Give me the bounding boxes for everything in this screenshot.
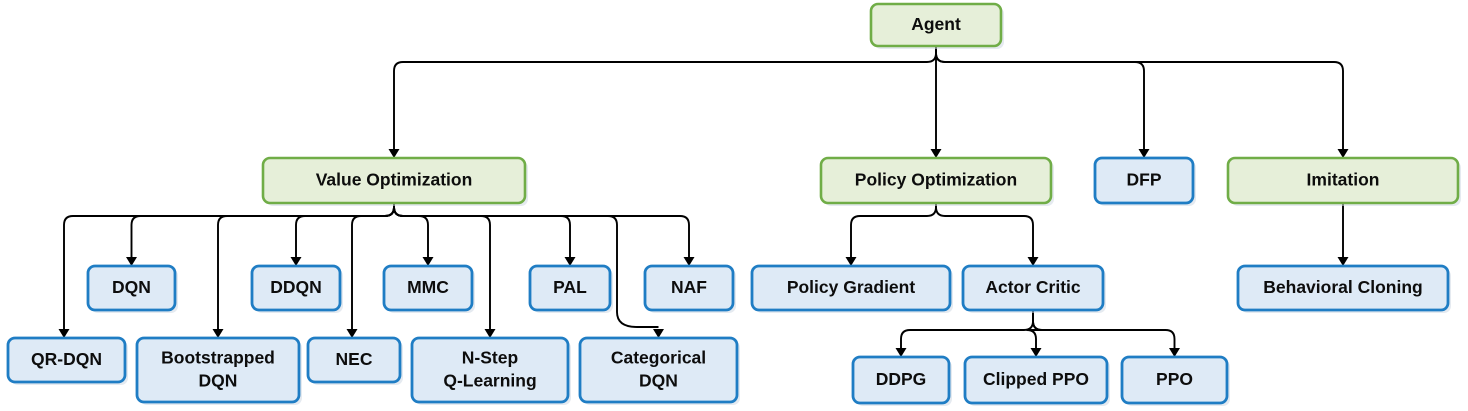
arrow-head <box>895 348 907 357</box>
node-box[interactable] <box>250 264 342 312</box>
edge-value-optimization-categorical-dqn <box>393 203 659 328</box>
arrow-head <box>1027 257 1039 266</box>
edge-value-optimization-mmc <box>393 203 429 257</box>
edge-actor-critic-ppo <box>1032 310 1176 348</box>
arrow-head <box>388 149 400 158</box>
node-label: NEC <box>336 349 373 369</box>
node-actor-critic[interactable]: Actor Critic <box>961 264 1106 313</box>
node-policy-optimization[interactable]: Policy Optimization <box>819 156 1054 206</box>
node-qr-dqn[interactable]: QR-DQN <box>6 336 128 385</box>
node-dfp[interactable]: DFP <box>1093 156 1196 206</box>
arrow-head <box>1030 348 1042 357</box>
node-behavioral-cloning[interactable]: Behavioral Cloning <box>1236 264 1451 313</box>
arrow-head <box>1138 149 1150 158</box>
node-label: PPO <box>1156 369 1193 389</box>
arrow-head <box>212 329 224 338</box>
arrow-head <box>290 257 302 266</box>
edge-layer <box>58 46 1349 357</box>
node-label: DDPG <box>876 369 927 389</box>
node-naf[interactable]: NAF <box>643 264 736 313</box>
node-box[interactable] <box>643 264 735 312</box>
node-label: Agent <box>911 14 961 34</box>
node-label: DFP <box>1127 169 1162 189</box>
arrow-head <box>653 329 664 338</box>
node-label: Value Optimization <box>316 169 473 189</box>
node-label: Actor Critic <box>985 277 1081 297</box>
node-label: Behavioral Cloning <box>1263 277 1422 297</box>
edge-actor-critic-ddpg <box>900 310 1034 348</box>
node-box[interactable] <box>528 264 612 312</box>
edge-agent-value-optimization <box>393 46 937 149</box>
arrow-head <box>484 329 496 338</box>
node-label: DDQN <box>270 277 322 297</box>
node-label: Policy Gradient <box>787 277 916 297</box>
edge-agent-imitation <box>935 46 1344 149</box>
node-box[interactable] <box>1226 156 1460 205</box>
arrow-head <box>1169 348 1180 357</box>
arrow-head <box>422 257 434 266</box>
node-policy-gradient[interactable]: Policy Gradient <box>750 264 953 313</box>
node-ddpg[interactable]: DDPG <box>851 355 952 406</box>
node-box[interactable] <box>6 336 127 384</box>
node-box[interactable] <box>1120 355 1229 405</box>
edge-value-optimization-ddqn <box>295 203 395 257</box>
node-ppo[interactable]: PPO <box>1120 355 1230 406</box>
arrow-head <box>564 257 576 266</box>
arrow-head <box>58 329 70 338</box>
node-box[interactable] <box>819 156 1053 205</box>
edge-value-optimization-dqn <box>130 203 395 257</box>
node-label: Clipped PPO <box>983 369 1089 389</box>
arrow-head <box>1337 257 1349 266</box>
node-ddqn[interactable]: DDQN <box>250 264 343 313</box>
node-pal[interactable]: PAL <box>528 264 613 313</box>
node-imitation[interactable]: Imitation <box>1226 156 1461 206</box>
arrow-head <box>683 257 695 266</box>
node-label: DQN <box>112 277 151 297</box>
node-box[interactable] <box>851 355 951 405</box>
node-box[interactable] <box>961 264 1105 312</box>
arrow-head <box>845 257 857 266</box>
node-box[interactable] <box>750 264 952 312</box>
node-label: PAL <box>553 277 587 297</box>
node-label: NAF <box>671 277 707 297</box>
edge-policy-optimization-actor-critic <box>935 203 1034 257</box>
node-clipped-ppo[interactable]: Clipped PPO <box>963 355 1110 406</box>
node-value-optimization[interactable]: Value Optimization <box>261 156 528 206</box>
node-label: MMC <box>407 277 449 297</box>
arrow-head <box>1337 149 1349 158</box>
node-box[interactable] <box>135 336 301 404</box>
edge-value-optimization-naf <box>393 203 690 257</box>
node-box[interactable] <box>261 156 527 205</box>
node-box[interactable] <box>306 336 402 384</box>
edge-policy-optimization-policy-gradient <box>850 203 937 257</box>
node-label: Imitation <box>1307 169 1380 189</box>
node-box[interactable] <box>86 264 177 312</box>
node-dqn[interactable]: DQN <box>86 264 178 313</box>
node-label: QR-DQN <box>31 349 102 369</box>
node-nec[interactable]: NEC <box>306 336 403 385</box>
node-mmc[interactable]: MMC <box>382 264 475 313</box>
arrow-head <box>126 257 137 266</box>
node-box[interactable] <box>410 336 570 404</box>
arrow-head <box>346 329 358 338</box>
edge-value-optimization-pal <box>393 203 571 257</box>
node-agent[interactable]: Agent <box>869 2 1004 49</box>
node-box[interactable] <box>869 2 1003 48</box>
node-label: Policy Optimization <box>855 169 1017 189</box>
node-box[interactable] <box>963 355 1109 405</box>
node-box[interactable] <box>1093 156 1195 205</box>
arrow-head <box>930 149 942 158</box>
node-box[interactable] <box>1236 264 1450 312</box>
node-box[interactable] <box>578 336 739 404</box>
node-box[interactable] <box>382 264 474 312</box>
